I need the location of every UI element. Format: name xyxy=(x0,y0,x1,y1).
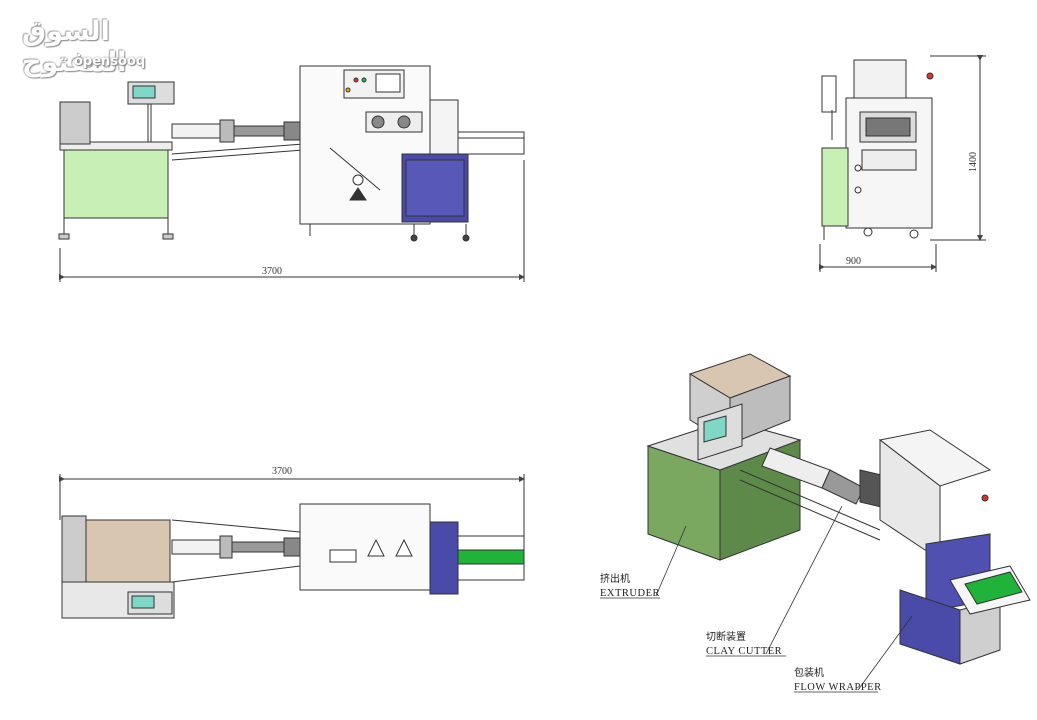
opensooq-watermark: السوق المفتوح opensooq xyxy=(22,16,182,78)
top-width-dimension: 3700 xyxy=(272,466,292,477)
isometric-view xyxy=(600,353,1031,693)
side-view xyxy=(819,55,986,272)
watermark-arabic-text: السوق المفتوح xyxy=(22,16,127,78)
label-clay-cutter-cn: 切断装置 xyxy=(706,630,746,643)
front-width-dimension: 3700 xyxy=(262,266,282,277)
top-view xyxy=(59,474,525,619)
side-height-dimension: 1400 xyxy=(968,152,979,172)
watermark-latin-text: opensooq xyxy=(74,54,146,69)
label-extruder-en: EXTRUDER xyxy=(600,588,660,599)
label-flow-wrapper-cn: 包装机 xyxy=(794,666,824,679)
label-clay-cutter-en: CLAY CUTTER xyxy=(706,646,782,657)
front-view xyxy=(58,65,525,282)
side-width-dimension: 900 xyxy=(846,256,861,267)
label-extruder-cn: 挤出机 xyxy=(600,572,630,585)
label-flow-wrapper-en: FLOW WRAPPER xyxy=(794,682,882,693)
